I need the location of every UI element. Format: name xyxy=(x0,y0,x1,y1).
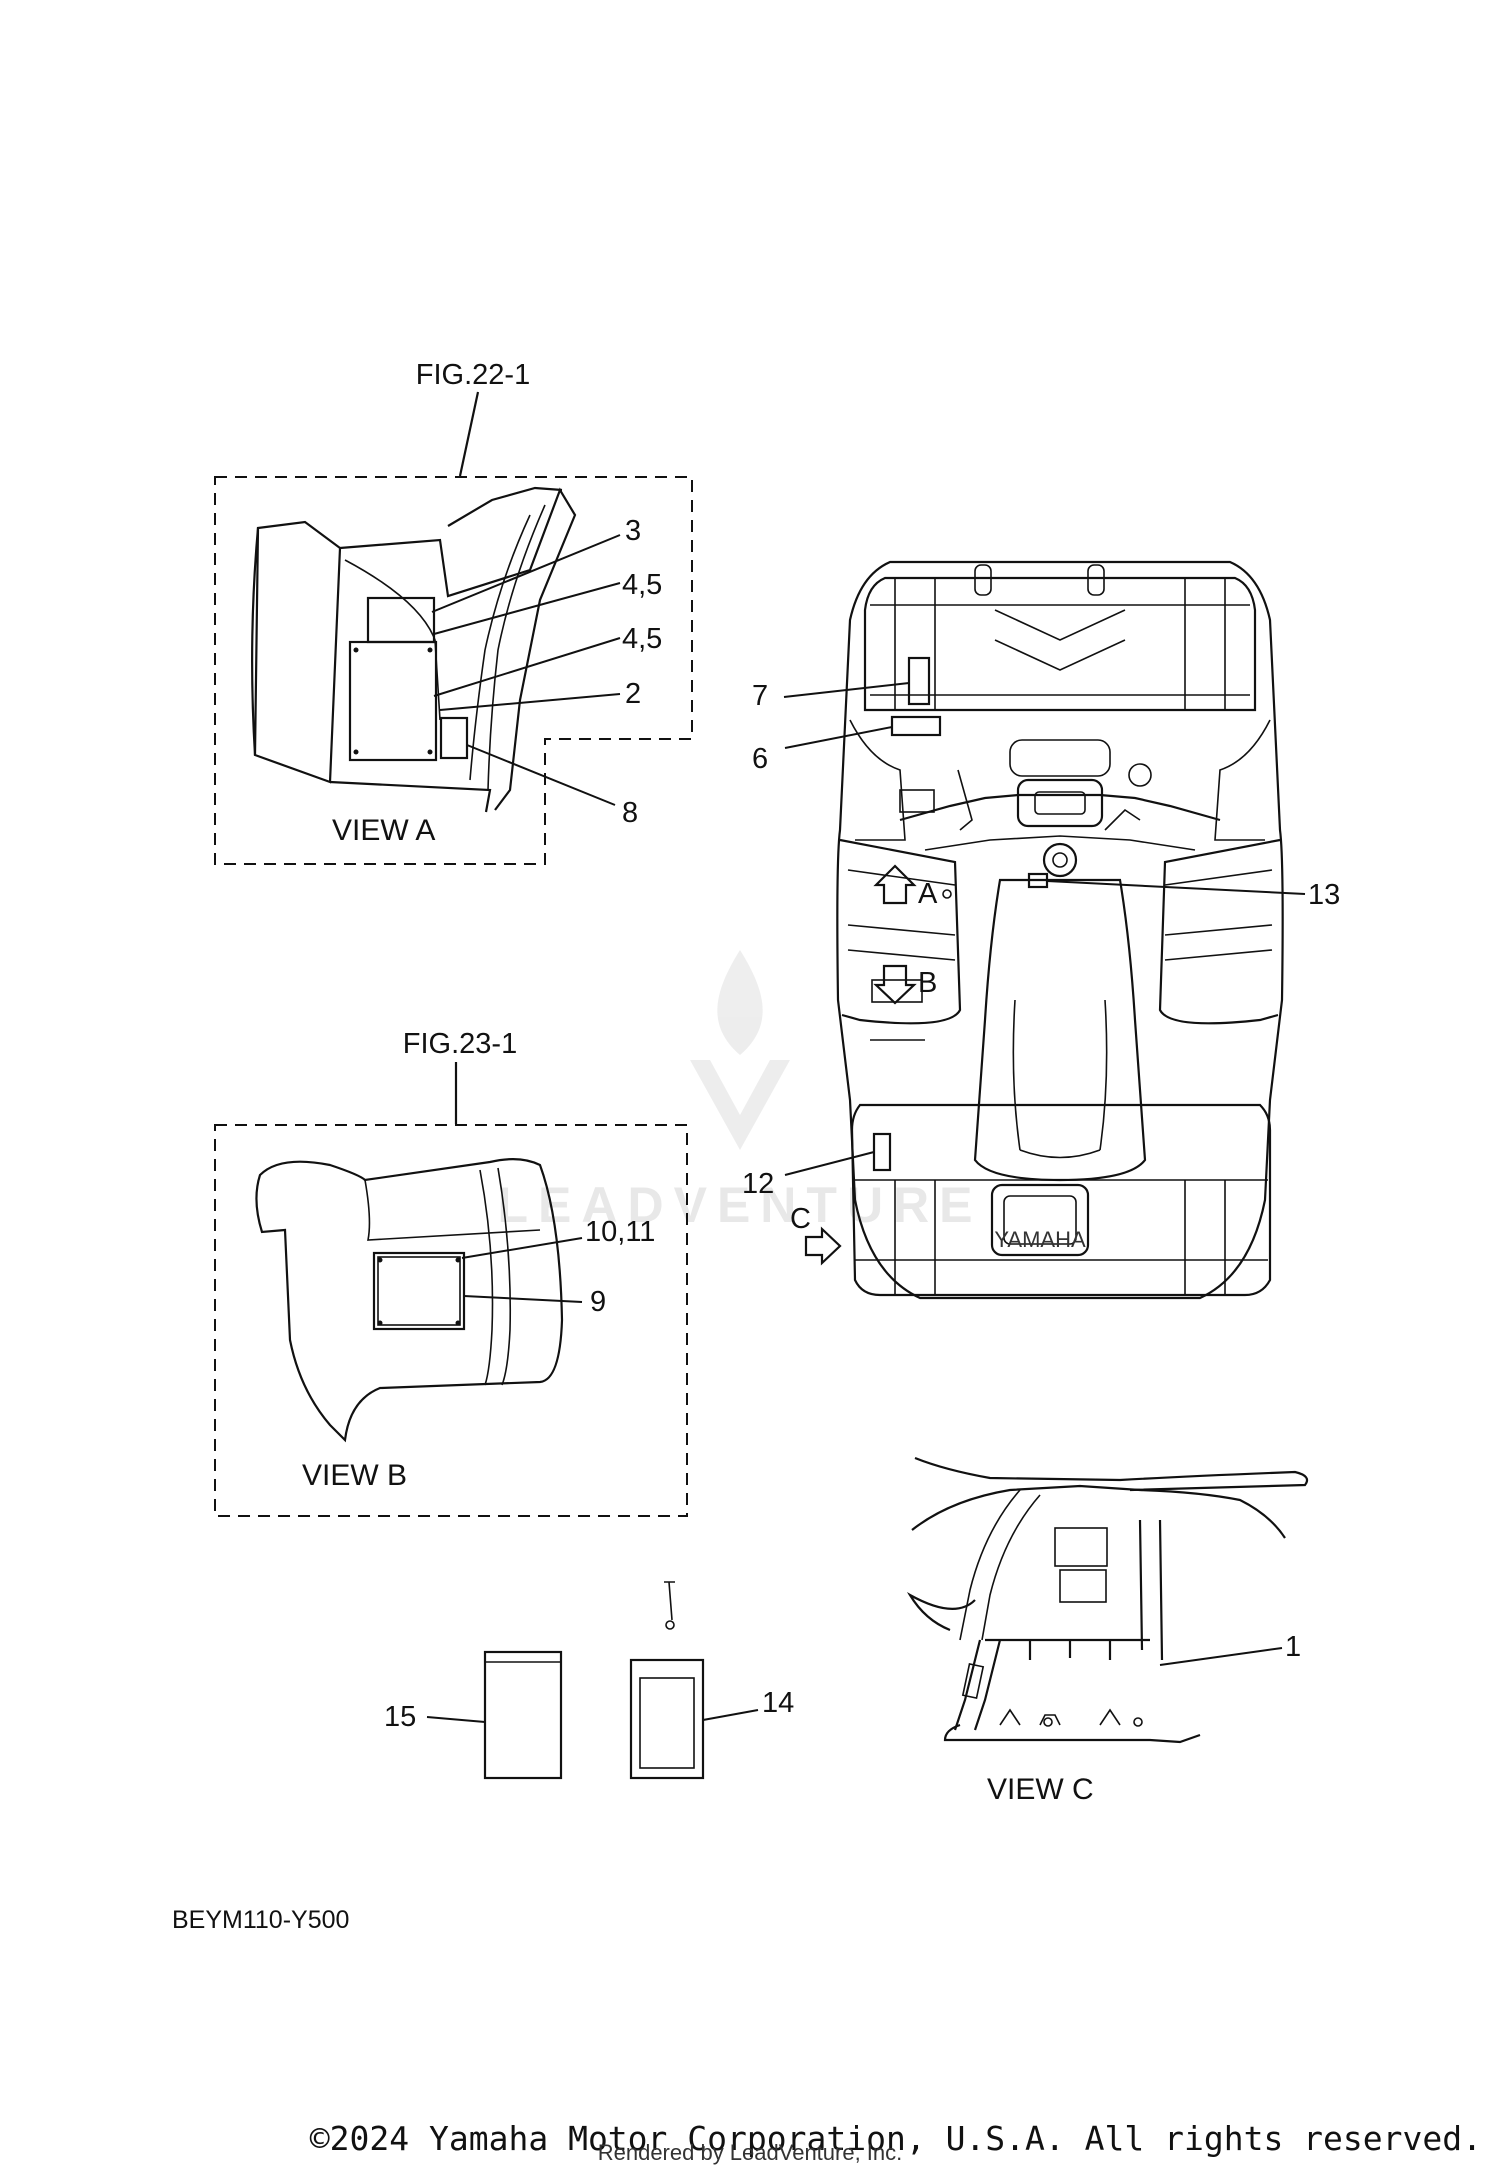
leader-3 xyxy=(431,534,621,613)
fig23-ref: FIG.23-1 xyxy=(403,1028,517,1060)
view-a-group: FIG.22-1 3 4,5 4,5 2 8 VIEW A xyxy=(214,359,693,865)
arrow-view-a: A xyxy=(873,864,952,910)
handlebar xyxy=(899,739,1221,878)
view-b-group: FIG.23-1 10,11 9 VIEW B xyxy=(214,1028,688,1517)
marker-c: C xyxy=(790,1203,811,1235)
callout-1: 1 xyxy=(1285,1631,1301,1663)
right-footboard xyxy=(1158,838,1281,1025)
view-a-frame xyxy=(214,476,693,865)
leader-13 xyxy=(1046,880,1306,895)
leader-2 xyxy=(439,693,621,711)
copyright-footer: ©2024 Yamaha Motor Corporation, U.S.A. A… xyxy=(310,2119,1482,2158)
arrow-view-c: C xyxy=(790,1203,842,1266)
left-footboard xyxy=(839,838,962,1041)
decal-7 xyxy=(907,656,931,706)
marker-a: A xyxy=(918,878,938,910)
fig22-leader xyxy=(458,391,480,477)
leader-45b xyxy=(433,637,621,697)
diagram-code: BEYM110-Y500 xyxy=(172,1906,349,1934)
callout-7: 7 xyxy=(752,680,768,712)
rear-storage-box xyxy=(990,1183,1090,1257)
fig22-ref: FIG.22-1 xyxy=(416,359,530,391)
arrow-view-b: B xyxy=(873,964,937,1005)
leader-6 xyxy=(784,726,893,749)
view-c-group: 1 VIEW C xyxy=(906,1456,1309,1806)
atv-top-view: YAMAHA 7 6 13 12 A B C xyxy=(742,560,1340,1300)
brand-plate: YAMAHA xyxy=(994,1227,1086,1252)
view-a-label: VIEW A xyxy=(332,814,435,847)
rendered-by: Rendered by LeadVenture, Inc. xyxy=(598,2140,903,2165)
leader-7 xyxy=(783,682,910,698)
leader-10-11 xyxy=(461,1237,583,1259)
view-c-label: VIEW C xyxy=(987,1773,1094,1806)
callout-2: 2 xyxy=(625,678,641,710)
decal-12 xyxy=(872,1132,892,1172)
view-b-frame xyxy=(214,1124,688,1517)
watermark-text: LEADVENTURE xyxy=(497,1177,982,1233)
callout-13: 13 xyxy=(1308,879,1340,911)
callout-3: 3 xyxy=(625,515,641,547)
leader-9 xyxy=(463,1295,583,1303)
decal-13 xyxy=(1027,872,1049,889)
callout-14: 14 xyxy=(762,1687,794,1719)
view-c-fender xyxy=(911,1484,1286,1539)
item-14-tag: 14 xyxy=(629,1581,794,1780)
callout-4-5-upper: 4,5 xyxy=(622,569,662,601)
decal-6 xyxy=(890,715,942,737)
leader-45a xyxy=(433,582,621,635)
callout-12: 12 xyxy=(742,1168,774,1200)
callout-4-5-lower: 4,5 xyxy=(622,623,662,655)
leader-8 xyxy=(466,744,616,806)
view-b-fender xyxy=(255,1158,564,1443)
leader-12 xyxy=(784,1151,875,1176)
view-b-label: VIEW B xyxy=(302,1459,407,1492)
callout-15: 15 xyxy=(384,1701,416,1733)
callout-10-11: 10,11 xyxy=(585,1216,655,1248)
marker-b: B xyxy=(918,967,937,999)
view-c-seat xyxy=(914,1456,1309,1492)
seat xyxy=(973,878,1147,1182)
atv-body-outline xyxy=(836,560,1284,1300)
callout-9: 9 xyxy=(590,1286,606,1318)
front-rack xyxy=(863,564,1257,712)
watermark-logo: LEADVENTURE xyxy=(497,950,982,1233)
rear-rack xyxy=(850,1103,1272,1297)
item-15-manual: 15 xyxy=(384,1650,563,1780)
leader-1 xyxy=(1159,1647,1283,1666)
callout-8: 8 xyxy=(622,797,638,829)
view-a-fender xyxy=(251,486,577,813)
callout-6: 6 xyxy=(752,743,768,775)
